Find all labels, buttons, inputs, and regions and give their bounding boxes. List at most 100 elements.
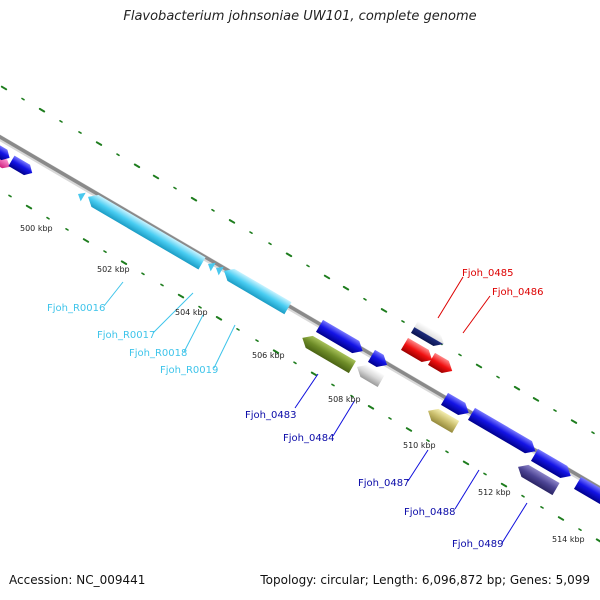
track-tick	[285, 252, 293, 258]
track-tick	[595, 538, 600, 543]
scale-label: 512 kbp	[478, 488, 511, 497]
track-tick	[152, 174, 160, 180]
track-tick	[483, 472, 487, 476]
gene-feature[interactable]	[440, 392, 472, 419]
track-tick	[21, 97, 25, 101]
track-tick	[532, 397, 540, 402]
track-tick	[462, 460, 470, 466]
track-tick	[160, 283, 164, 287]
scale-label: 500 kbp	[20, 224, 53, 233]
track-tick	[120, 260, 128, 265]
track-tick	[65, 228, 69, 231]
track-tick	[496, 375, 500, 379]
feature-label-0489[interactable]: Fjoh_0489	[452, 539, 503, 550]
gene-feature-0483[interactable]	[299, 332, 356, 374]
gene-feature-0487[interactable]	[425, 405, 460, 434]
track-tick	[59, 120, 63, 123]
track-tick	[553, 409, 557, 412]
track-tick	[198, 305, 202, 309]
track-tick	[557, 516, 565, 521]
gene-feature-0486[interactable]	[427, 352, 456, 377]
gene-feature[interactable]	[8, 155, 35, 178]
gene-feature-0485[interactable]	[410, 320, 447, 350]
track-tick	[78, 131, 82, 134]
genome-summary-text: Topology: circular; Length: 6,096,872 bp…	[260, 573, 590, 587]
gene-features	[0, 142, 600, 508]
track-tick	[401, 320, 405, 323]
scale-track	[8, 194, 600, 543]
track-tick	[268, 242, 272, 246]
rna-feature-R0017[interactable]	[205, 260, 216, 272]
track-tick	[426, 439, 430, 443]
track-tick	[521, 494, 525, 498]
track-tick	[570, 419, 578, 424]
gene-feature-0484[interactable]	[354, 361, 385, 388]
track-tick	[82, 238, 90, 243]
track-tick	[255, 339, 259, 343]
scale-label: 502 kbp	[97, 265, 130, 274]
track-tick	[293, 361, 297, 365]
gene-feature[interactable]	[315, 319, 366, 357]
track-tick	[25, 204, 33, 210]
scale-label: 510 kbp	[403, 441, 436, 450]
track-tick	[591, 431, 595, 435]
track-tick	[215, 316, 223, 321]
track-tick	[342, 285, 350, 291]
rna-feature-R0018[interactable]	[213, 264, 224, 276]
gene-feature[interactable]	[0, 142, 13, 163]
label-leader-lines	[103, 276, 528, 544]
gene-feature-0489[interactable]	[515, 461, 560, 496]
track-tick	[8, 194, 12, 198]
rna-feature-R0019[interactable]	[221, 265, 292, 315]
track-tick	[38, 107, 46, 113]
track-tick	[367, 405, 375, 410]
feature-label-0483[interactable]: Fjoh_0483	[245, 410, 296, 421]
track-tick	[578, 528, 582, 532]
track-tick	[540, 505, 544, 509]
track-tick	[177, 293, 185, 299]
track-tick	[236, 327, 240, 331]
feature-labels: Fjoh_R0016 Fjoh_R0017 Fjoh_R0018 Fjoh_R0…	[47, 268, 543, 550]
track-tick	[323, 274, 331, 280]
feature-label-0484[interactable]: Fjoh_0484	[283, 433, 334, 444]
gene-feature[interactable]	[530, 448, 574, 482]
track-tick	[380, 308, 388, 313]
track-tick	[173, 186, 177, 190]
gene-feature[interactable]	[573, 476, 600, 508]
feature-label-0486[interactable]: Fjoh_0486	[492, 287, 543, 298]
track-tick	[458, 353, 462, 357]
track-tick	[0, 85, 8, 91]
track-tick	[350, 394, 354, 398]
track-tick	[272, 349, 280, 354]
scale-label: 514 kbp	[552, 535, 585, 544]
feature-label-R0017[interactable]: Fjoh_R0017	[97, 330, 155, 341]
track-tick	[306, 264, 310, 268]
rna-feature-R0016[interactable]	[75, 190, 86, 202]
track-tick	[445, 450, 449, 454]
track-tick	[211, 208, 215, 212]
scale-labels: 500 kbp 502 kbp 504 kbp 506 kbp 508 kbp …	[20, 224, 585, 544]
track-tick	[95, 141, 103, 146]
feature-label-0488[interactable]: Fjoh_0488	[404, 507, 455, 518]
gene-feature[interactable]	[367, 349, 391, 371]
feature-label-R0019[interactable]: Fjoh_R0019	[160, 365, 218, 376]
accession-text: Accession: NC_009441	[9, 573, 146, 587]
track-tick	[116, 153, 120, 157]
track-tick	[363, 297, 367, 301]
feature-label-0485[interactable]: Fjoh_0485	[462, 268, 513, 279]
rna-feature-large[interactable]	[85, 191, 206, 270]
gc-content-track-outer	[0, 85, 595, 435]
gene-feature-red-a[interactable]	[400, 337, 436, 366]
genome-title: Flavobacterium johnsoniae UW101, complet…	[123, 9, 477, 24]
feature-label-R0018[interactable]: Fjoh_R0018	[129, 348, 187, 359]
scale-label: 508 kbp	[328, 395, 361, 404]
feature-label-R0016[interactable]: Fjoh_R0016	[47, 303, 105, 314]
gene-feature-0488[interactable]	[467, 407, 539, 457]
feature-label-0487[interactable]: Fjoh_0487	[358, 478, 409, 489]
scale-label: 504 kbp	[175, 308, 208, 317]
gene-feature[interactable]	[0, 149, 12, 171]
track-tick	[388, 416, 392, 420]
track-tick	[141, 272, 145, 276]
